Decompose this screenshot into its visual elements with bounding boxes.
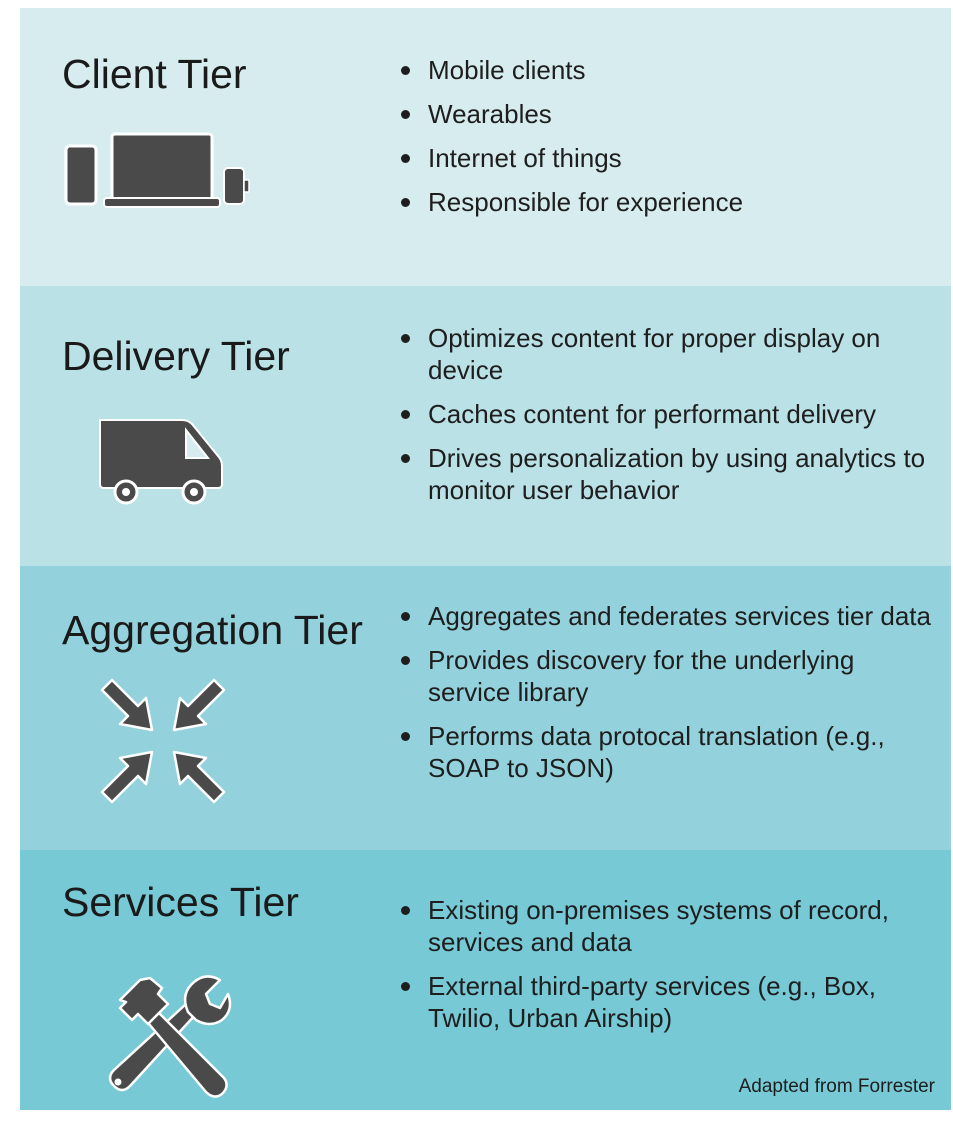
tier-diagram: Client Tier Mobile clients Wearables Int…: [20, 8, 951, 1110]
tier-title: Services Tier: [62, 879, 299, 925]
aggregation-tier-bullets: Aggregates and federates services tier d…: [401, 600, 938, 796]
delivery-truck-icon: [99, 419, 223, 505]
tier-title: Aggregation Tier: [62, 607, 363, 653]
list-item: Existing on-premises systems of record, …: [401, 894, 938, 958]
list-item: External third-party services (e.g., Box…: [401, 970, 938, 1034]
list-item: Caches content for performant delivery: [401, 398, 938, 430]
tools-icon: [108, 975, 232, 1098]
list-item: Aggregates and federates services tier d…: [401, 600, 938, 632]
client-tier-bullets: Mobile clients Wearables Internet of thi…: [401, 54, 938, 230]
list-item: Drives personalization by using analytic…: [401, 442, 938, 506]
aggregation-tier: Aggregation Tier Aggregates and federate…: [20, 566, 951, 850]
list-item: Provides discovery for the underlying se…: [401, 644, 938, 708]
tier-title: Client Tier: [62, 51, 247, 97]
client-tier: Client Tier Mobile clients Wearables Int…: [20, 8, 951, 286]
list-item: Wearables: [401, 98, 938, 130]
list-item: Performs data protocal translation (e.g.…: [401, 720, 938, 784]
list-item: Mobile clients: [401, 54, 938, 86]
delivery-tier: Delivery Tier Optimizes content for prop…: [20, 286, 951, 566]
delivery-tier-bullets: Optimizes content for proper display on …: [401, 322, 938, 518]
services-tier: Services Tier Existing on-premises syste…: [20, 850, 951, 1110]
arrows-converge-icon: [100, 678, 226, 804]
tier-title: Delivery Tier: [62, 333, 290, 379]
list-item: Optimizes content for proper display on …: [401, 322, 938, 386]
services-tier-bullets: Existing on-premises systems of record, …: [401, 894, 938, 1046]
devices-icon: [64, 132, 250, 208]
attribution-note: Adapted from Forrester: [738, 1076, 935, 1097]
list-item: Responsible for experience: [401, 186, 938, 218]
list-item: Internet of things: [401, 142, 938, 174]
